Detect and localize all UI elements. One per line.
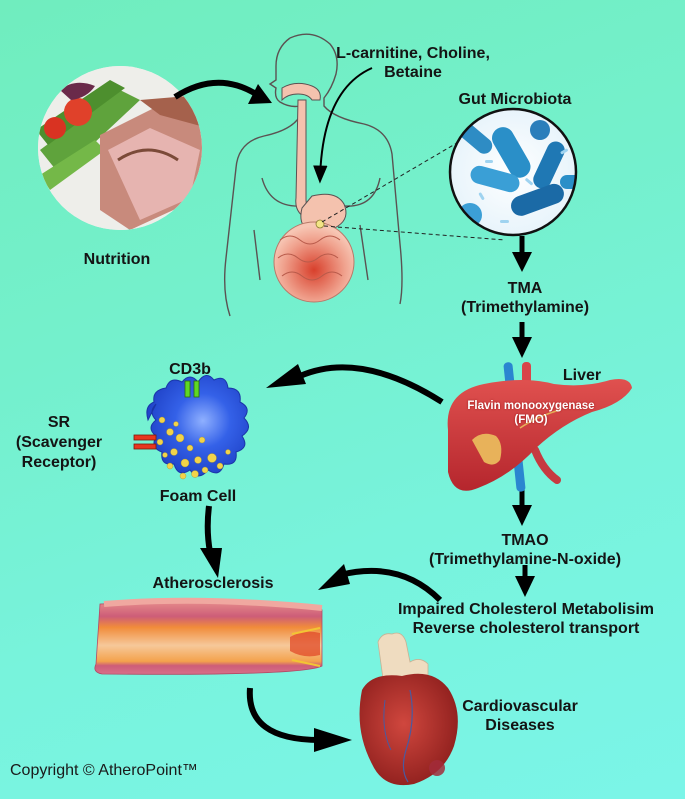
nutrients-label: L-carnitine, Choline, Betaine — [318, 44, 508, 82]
nutrients-label-line: L-carnitine, Choline, — [336, 45, 490, 62]
atherosclerosis-label: Atherosclerosis — [152, 575, 274, 592]
cvd-label-line: Diseases — [485, 717, 555, 734]
zoom-line-bottom — [323, 225, 506, 241]
fmo-label-line: (FMO) — [514, 414, 548, 426]
heart-image — [359, 632, 458, 786]
arrow-foam-cell-to-atherosclerosis — [204, 505, 213, 553]
liver-label: Liver — [562, 367, 602, 384]
arrow-liver-to-foam-cell — [298, 364, 444, 405]
sr-label-line: (Scavenger — [15, 434, 103, 451]
arrow-head — [248, 84, 272, 104]
digestive-tract — [273, 82, 355, 303]
zoom-line-top — [321, 139, 463, 223]
scavenger-receptor-icon — [133, 434, 157, 441]
cvd-label-line: Cardiovascular — [462, 698, 578, 715]
atherosclerosis-vessel-image — [94, 597, 323, 675]
liver-image — [447, 362, 632, 492]
scavenger-receptor-label: SR (Scavenger Receptor) — [4, 413, 114, 473]
impaired-label-line: Reverse cholesterol transport — [412, 620, 640, 637]
cd3b-receptor-icon — [184, 380, 191, 398]
sr-label-line: Receptor) — [21, 454, 97, 471]
foam-cell-image — [133, 375, 249, 480]
nutrients-label-line: Betaine — [384, 64, 442, 81]
cd3b-label: CD3b — [169, 361, 211, 378]
gut-microbiota-image — [448, 107, 578, 237]
nutrition-food-image — [38, 66, 202, 230]
tmao-label-line: TMAO — [501, 532, 549, 549]
arrow-head — [266, 364, 306, 388]
tmao-label-line: (Trimethylamine-N-oxide) — [428, 551, 622, 568]
fmo-label-line: Flavin monooxygenase — [467, 400, 595, 412]
fmo-label: Flavin monooxygenase (FMO) — [456, 399, 606, 427]
impaired-cholesterol-label: Impaired Cholesterol Metabolisim Reverse… — [368, 600, 684, 638]
foam-cell-label: Foam Cell — [159, 488, 237, 505]
arrow-atherosclerosis-to-heart — [246, 687, 321, 743]
lipid-droplets — [156, 416, 231, 480]
impaired-label-line: Impaired Cholesterol Metabolisim — [397, 601, 655, 618]
arrow-nutrients-to-stomach — [313, 67, 373, 184]
tma-label-line: TMA — [507, 280, 543, 297]
tma-label-line: (Trimethylamine) — [460, 299, 590, 316]
tma-label: TMA (Trimethylamine) — [440, 279, 610, 317]
copyright-notice: Copyright © AtheroPoint™ — [10, 762, 198, 779]
nutrition-label: Nutrition — [83, 251, 151, 268]
gut-microbiota-label: Gut Microbiota — [458, 91, 572, 108]
cardiovascular-diseases-label: Cardiovascular Diseases — [450, 697, 590, 735]
arrow-impaired-to-atherosclerosis — [339, 567, 443, 603]
tmao-label: TMAO (Trimethylamine-N-oxide) — [410, 531, 640, 569]
arrow-nutrition-to-mouth — [173, 79, 264, 101]
sr-label-line: SR — [47, 414, 71, 431]
